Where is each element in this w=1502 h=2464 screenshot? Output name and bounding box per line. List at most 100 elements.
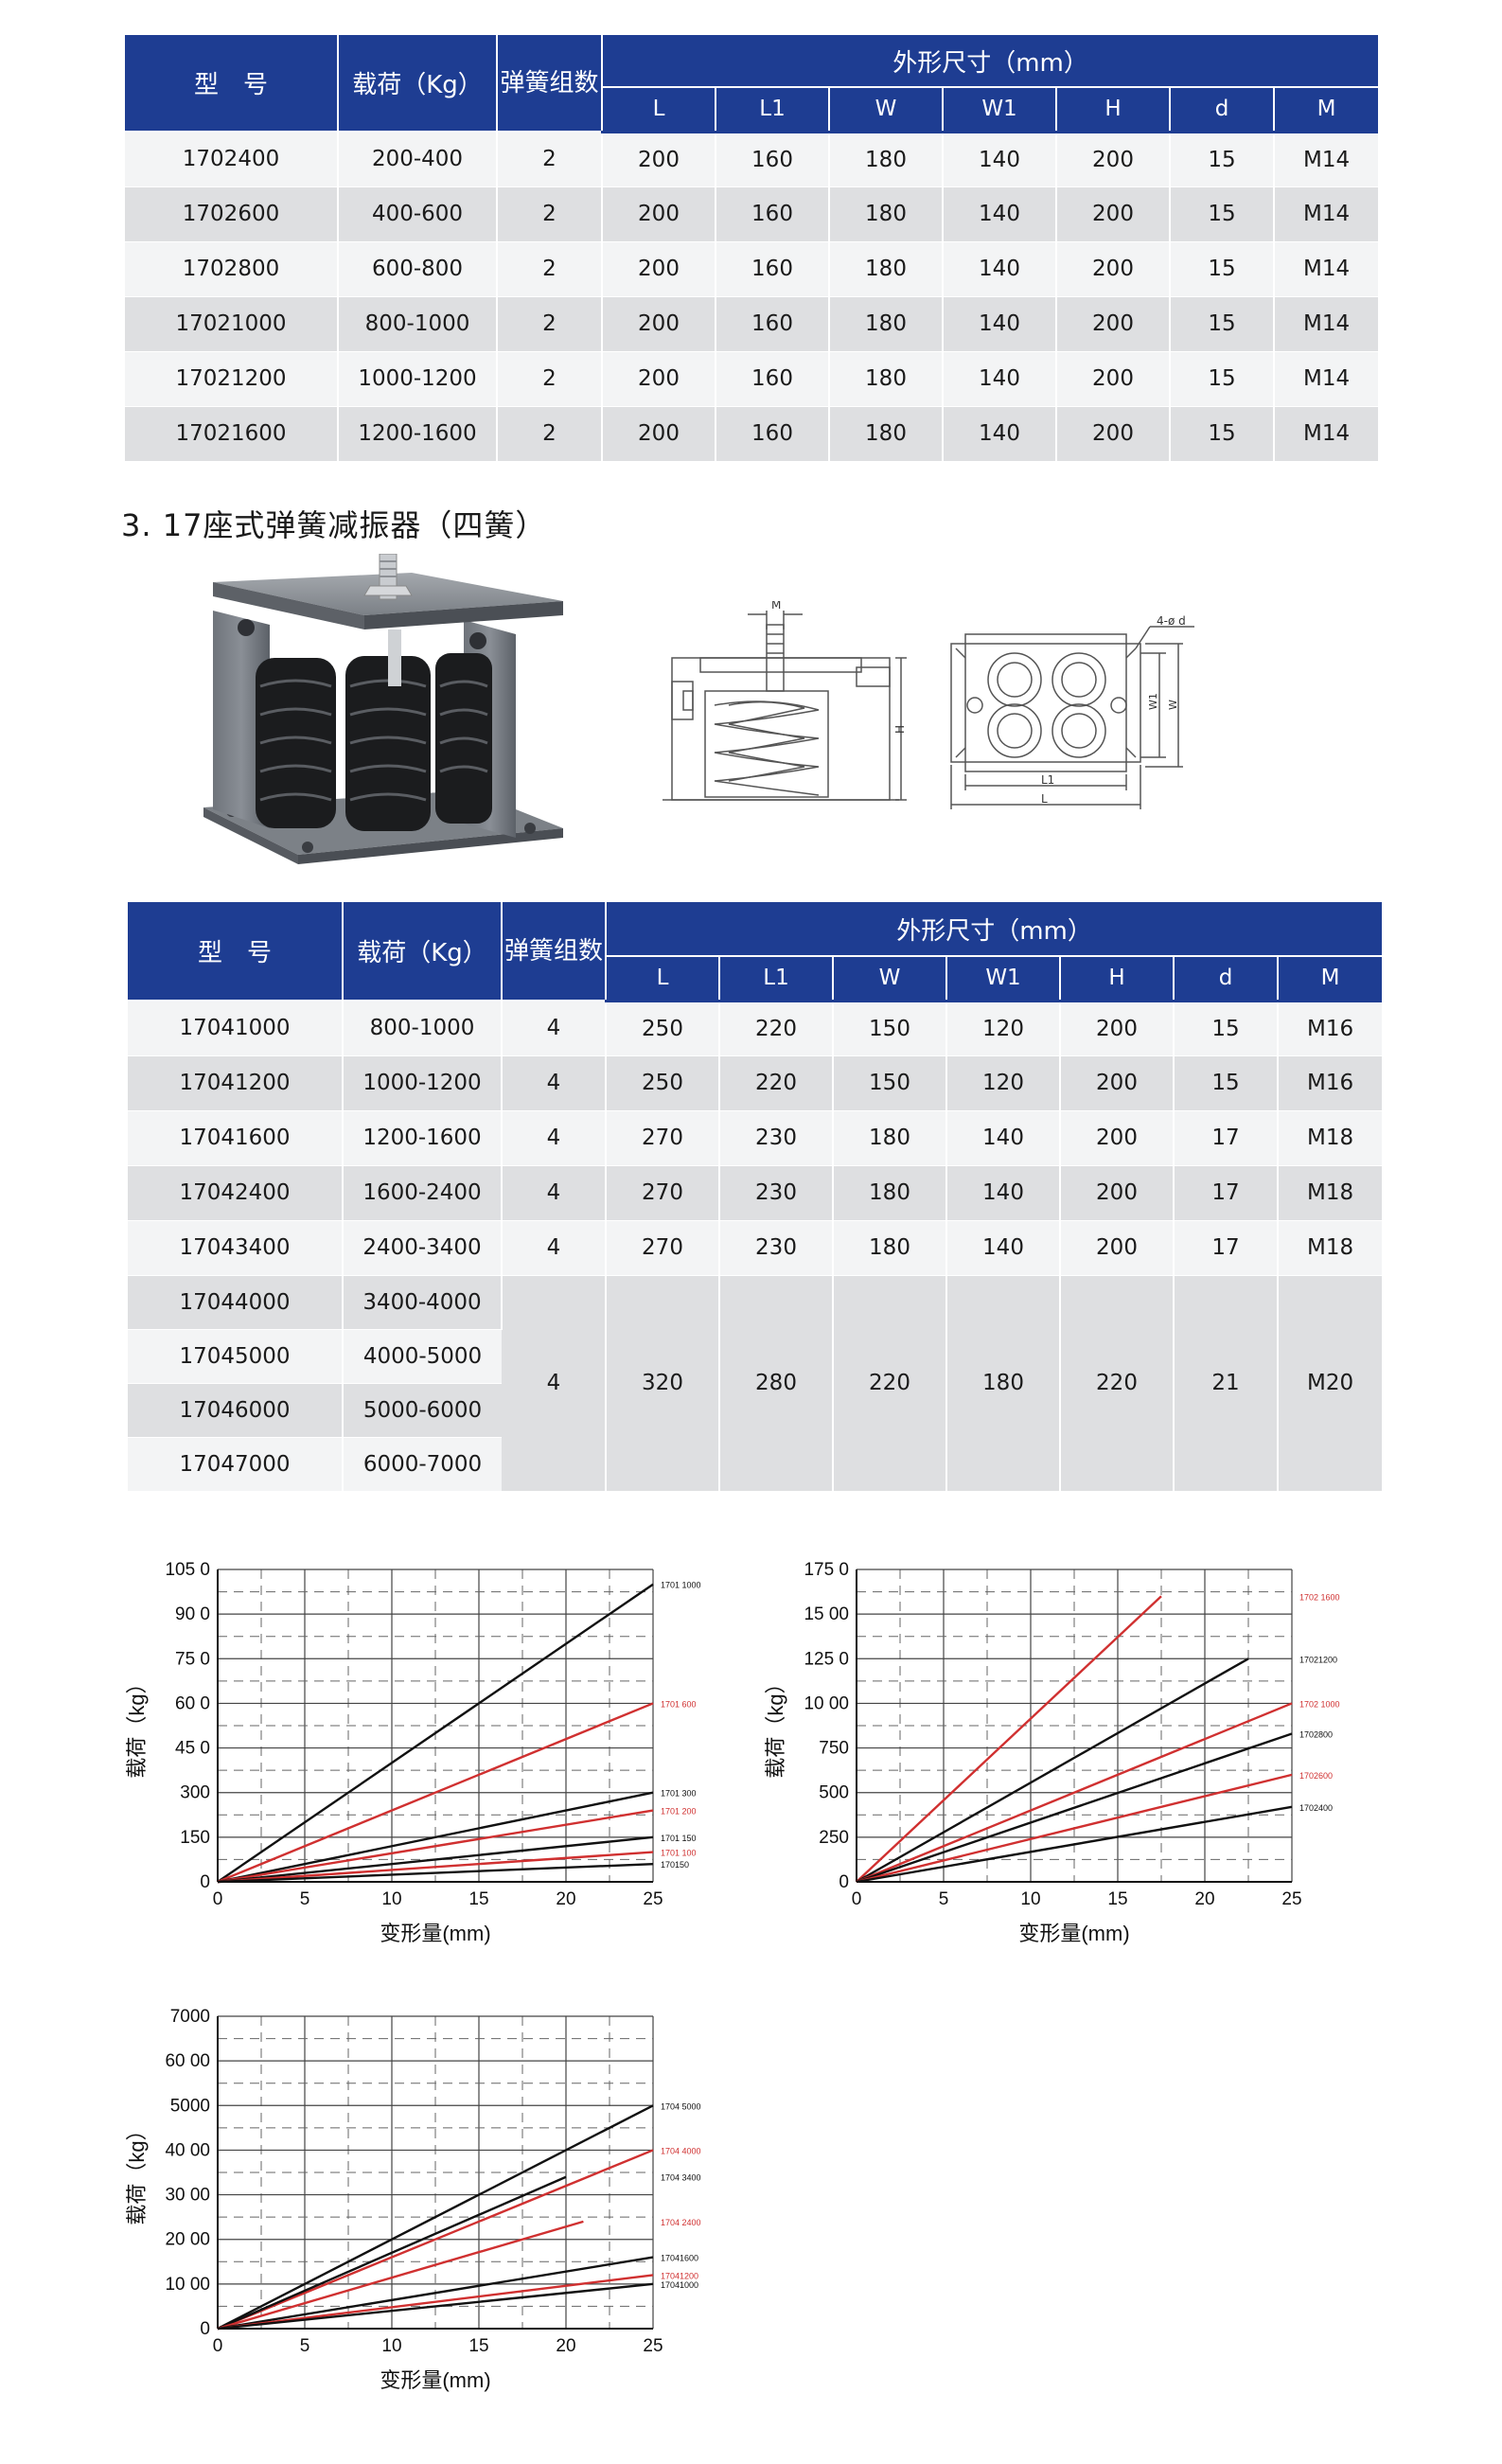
series-label: 1704 4000 <box>661 2146 701 2155</box>
x-tick-label: 10 <box>1020 1889 1040 1909</box>
x-axis-title: 变形量(mm) <box>380 2368 490 2392</box>
header-dimensions: 外形尺寸（mm） <box>606 902 1383 957</box>
table-cell: 6000-7000 <box>343 1437 502 1492</box>
table-cell: M16 <box>1278 1055 1383 1111</box>
table-cell: 180 <box>829 296 944 352</box>
table-cell: 1200-1600 <box>343 1110 503 1166</box>
table-cell: 160 <box>716 186 830 242</box>
table-cell: 200 <box>1060 1165 1175 1221</box>
table-cell: 17 <box>1174 1110 1279 1166</box>
table-cell: 1702600 <box>125 186 339 242</box>
table-cell: 2 <box>497 296 603 352</box>
y-tick-label: 5000 <box>170 2096 210 2116</box>
table-cell: 1600-2400 <box>343 1165 503 1221</box>
series-label: 1704 2400 <box>661 2218 701 2227</box>
y-tick-label: 0 <box>200 1872 210 1892</box>
table-cell: 17041600 <box>128 1110 344 1166</box>
series-line <box>856 1702 1293 1884</box>
table-cell: 270 <box>606 1220 720 1276</box>
table-cell: 140 <box>946 1220 1061 1276</box>
table-cell: 230 <box>719 1110 834 1166</box>
series-line <box>217 2274 654 2331</box>
table-cell: 180 <box>829 406 944 462</box>
series-label: 1701 300 <box>661 1789 697 1799</box>
x-tick-label: 0 <box>852 1889 862 1909</box>
table-cell: 230 <box>719 1220 834 1276</box>
table-cell: 17 <box>1174 1220 1279 1276</box>
table-cell: M14 <box>1274 241 1379 297</box>
x-tick-label: 0 <box>213 2336 223 2356</box>
table-cell: 140 <box>943 296 1057 352</box>
table-cell: M16 <box>1278 1001 1383 1056</box>
table-cell-merged: 4 <box>502 1275 607 1492</box>
table-cell: 140 <box>943 241 1057 297</box>
series-label: 17041600 <box>661 2254 698 2263</box>
table-cell: 4 <box>502 1055 607 1111</box>
table-cell: 15 <box>1170 132 1275 187</box>
series-label: 1702600 <box>1299 1771 1333 1781</box>
dim-label-m: M <box>771 601 781 612</box>
table-cell-merged: M20 <box>1278 1275 1383 1492</box>
table-cell: 4 <box>502 1001 607 1056</box>
dim-label-w: W <box>1167 700 1179 710</box>
table-cell: 4000-5000 <box>343 1329 502 1384</box>
table-cell: 3400-4000 <box>343 1275 503 1330</box>
table-cell: 140 <box>943 351 1057 407</box>
series-label: 1701 200 <box>661 1807 697 1817</box>
table-cell: 140 <box>946 1110 1061 1166</box>
x-axis-title: 变形量(mm) <box>1018 1922 1129 1945</box>
dim-label-w1: W1 <box>1147 693 1159 710</box>
series-label: 1702400 <box>1299 1803 1333 1813</box>
series-label: 1701 150 <box>661 1834 697 1843</box>
x-tick-label: 20 <box>556 1889 575 1909</box>
table-cell: 200 <box>1056 241 1171 297</box>
table-cell: 1702800 <box>125 241 339 297</box>
table-cell: 180 <box>829 186 944 242</box>
series-label: 1702 1600 <box>1299 1592 1340 1602</box>
y-tick-label: 125 0 <box>804 1649 849 1669</box>
header-w: W <box>829 87 944 133</box>
table-cell-merged: 280 <box>719 1275 834 1492</box>
series-line <box>217 1791 654 1884</box>
header-m: M <box>1274 87 1379 133</box>
y-axis-title: 载荷（kg） <box>125 2119 149 2225</box>
table-cell-merged: 220 <box>833 1275 947 1492</box>
table-cell: 180 <box>829 241 944 297</box>
header-l1: L1 <box>716 87 830 133</box>
table-cell: 250 <box>606 1055 720 1111</box>
header-h: H <box>1060 956 1175 1002</box>
series-line <box>856 1657 1249 1884</box>
table-cell: 17041200 <box>128 1055 344 1111</box>
section-title: 3. 17座式弹簧减振器（四簧） <box>121 507 547 543</box>
series-line <box>217 2220 584 2331</box>
dim-label-l: L <box>1041 792 1048 806</box>
header-d: d <box>1170 87 1275 133</box>
x-tick-label: 20 <box>556 2336 575 2356</box>
table-cell: 180 <box>833 1165 947 1221</box>
y-tick-label: 150 <box>180 1828 210 1848</box>
y-tick-label: 90 0 <box>175 1604 210 1624</box>
y-tick-label: 75 0 <box>175 1649 210 1669</box>
table-cell: 150 <box>833 1001 947 1056</box>
chart-grid <box>856 1569 1293 1883</box>
x-tick-label: 0 <box>213 1889 223 1909</box>
series-label: 1704 5000 <box>661 2101 701 2111</box>
table-cell: 180 <box>833 1110 947 1166</box>
y-tick-label: 0 <box>839 1872 849 1892</box>
y-tick-label: 10 00 <box>165 2275 210 2295</box>
series-line <box>856 1773 1293 1884</box>
table-cell: 15 <box>1174 1055 1279 1111</box>
header-l: L <box>602 87 716 133</box>
table-cell: 17047000 <box>128 1437 344 1492</box>
table-cell: M14 <box>1274 186 1379 242</box>
table-cell: 230 <box>719 1165 834 1221</box>
table-cell: 15 <box>1170 186 1275 242</box>
table-cell: 160 <box>716 132 830 187</box>
x-tick-label: 5 <box>300 2336 310 2356</box>
dim-label-l1: L1 <box>1041 773 1054 787</box>
table-cell: 160 <box>716 406 830 462</box>
x-tick-label: 10 <box>381 2336 401 2356</box>
front-view-drawing: M H <box>663 601 907 801</box>
table-cell: 200 <box>602 132 716 187</box>
